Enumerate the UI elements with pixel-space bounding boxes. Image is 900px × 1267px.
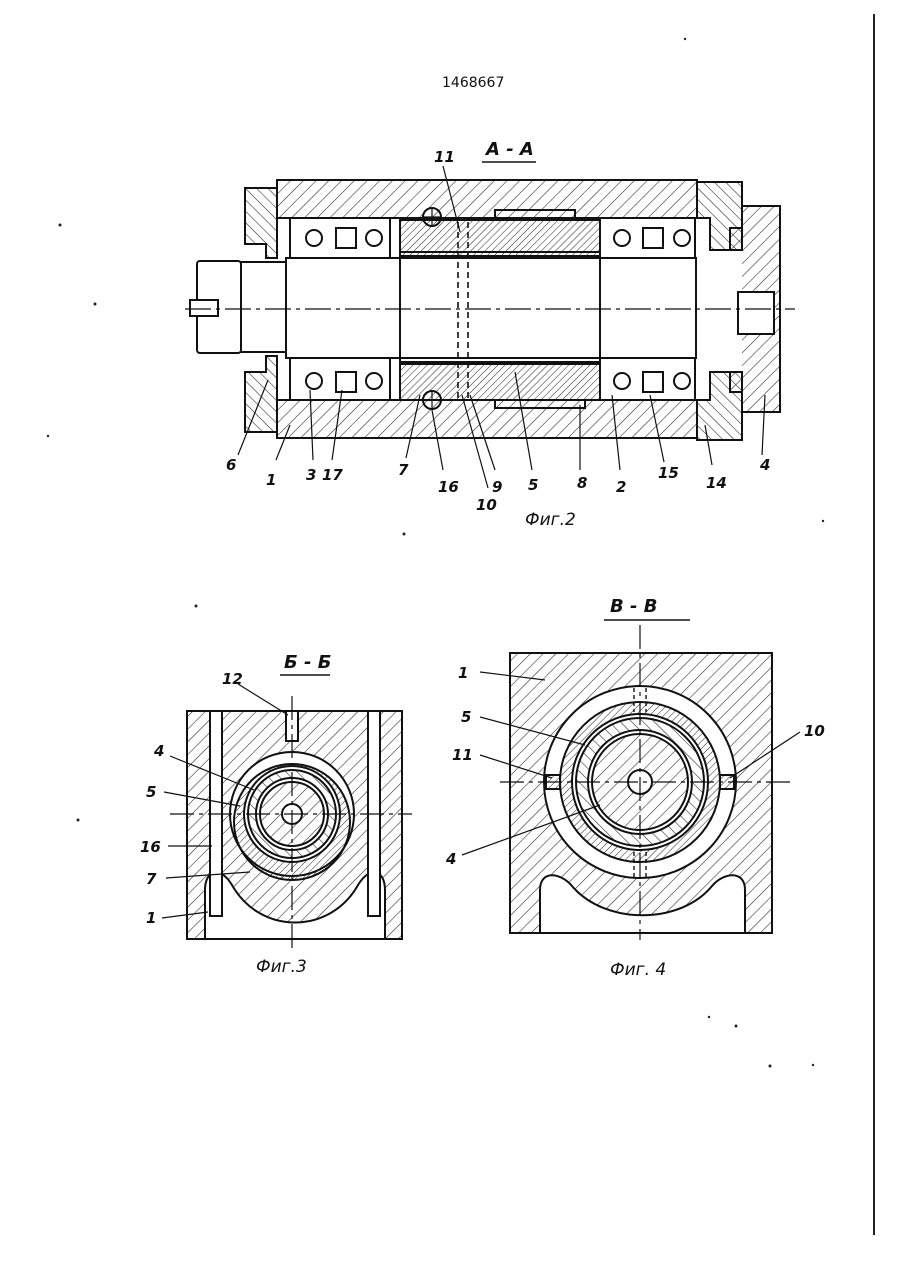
fig2-label-14: 14 [706, 474, 727, 492]
fig3-label-16: 16 [140, 838, 161, 856]
ball [674, 230, 690, 246]
ball [306, 373, 322, 389]
bearing-left-bottom [290, 358, 390, 400]
fig2-label-17: 17 [322, 466, 343, 484]
housing-top [277, 180, 697, 218]
fig2-label-15: 15 [658, 464, 679, 482]
ball [306, 230, 322, 246]
fig4-label-5: 5 [461, 708, 471, 726]
ball [674, 373, 690, 389]
spindle-left-shoulder [241, 262, 286, 352]
fig3-label-7: 7 [146, 870, 157, 888]
fig4-label-1: 1 [458, 664, 468, 682]
eccentric-sleeve-bottom [400, 362, 600, 400]
figure-4-section-v-v [510, 653, 772, 933]
fig3-caption: Фиг.3 [256, 957, 307, 977]
fig2-label-3: 3 [306, 466, 316, 484]
fig2-label-7: 7 [398, 461, 409, 479]
fig4-label-10: 10 [804, 722, 825, 740]
fig2-label-4: 4 [759, 456, 770, 474]
fig2-section-title: А - А [484, 139, 534, 160]
fig2-caption: Фиг.2 [525, 510, 576, 530]
spindle-body [286, 258, 696, 358]
ball [366, 230, 382, 246]
fig2-label-6: 6 [226, 456, 236, 474]
left-cover [245, 188, 277, 258]
patent-number: 1468667 [442, 75, 504, 91]
fig2-label-1: 1 [266, 471, 276, 489]
fig2-label-11: 11 [434, 148, 455, 166]
fig4-caption: Фиг. 4 [610, 960, 666, 980]
fig2-label-5: 5 [528, 476, 538, 494]
fig2-label-2: 2 [616, 478, 626, 496]
fig4-label-4: 4 [445, 850, 456, 868]
fig3-label-1: 1 [146, 909, 156, 927]
ball [614, 373, 630, 389]
fig3-label-12: 12 [222, 670, 243, 688]
figure-2-section-a-a [185, 180, 795, 440]
fig2-label-9: 9 [492, 478, 502, 496]
ball [614, 230, 630, 246]
ball [366, 373, 382, 389]
fig2-label-10: 10 [476, 496, 497, 514]
fig3-label-5: 5 [146, 783, 156, 801]
fig3-section-title: Б - Б [284, 652, 331, 673]
fig3-label-4: 4 [153, 742, 164, 760]
figure-3-section-b-b [187, 711, 402, 939]
fig4-section-title: В - В [610, 596, 657, 617]
fig2-label-16: 16 [438, 478, 459, 496]
fig4-label-11: 11 [452, 746, 473, 764]
fig2-label-8: 8 [577, 474, 587, 492]
